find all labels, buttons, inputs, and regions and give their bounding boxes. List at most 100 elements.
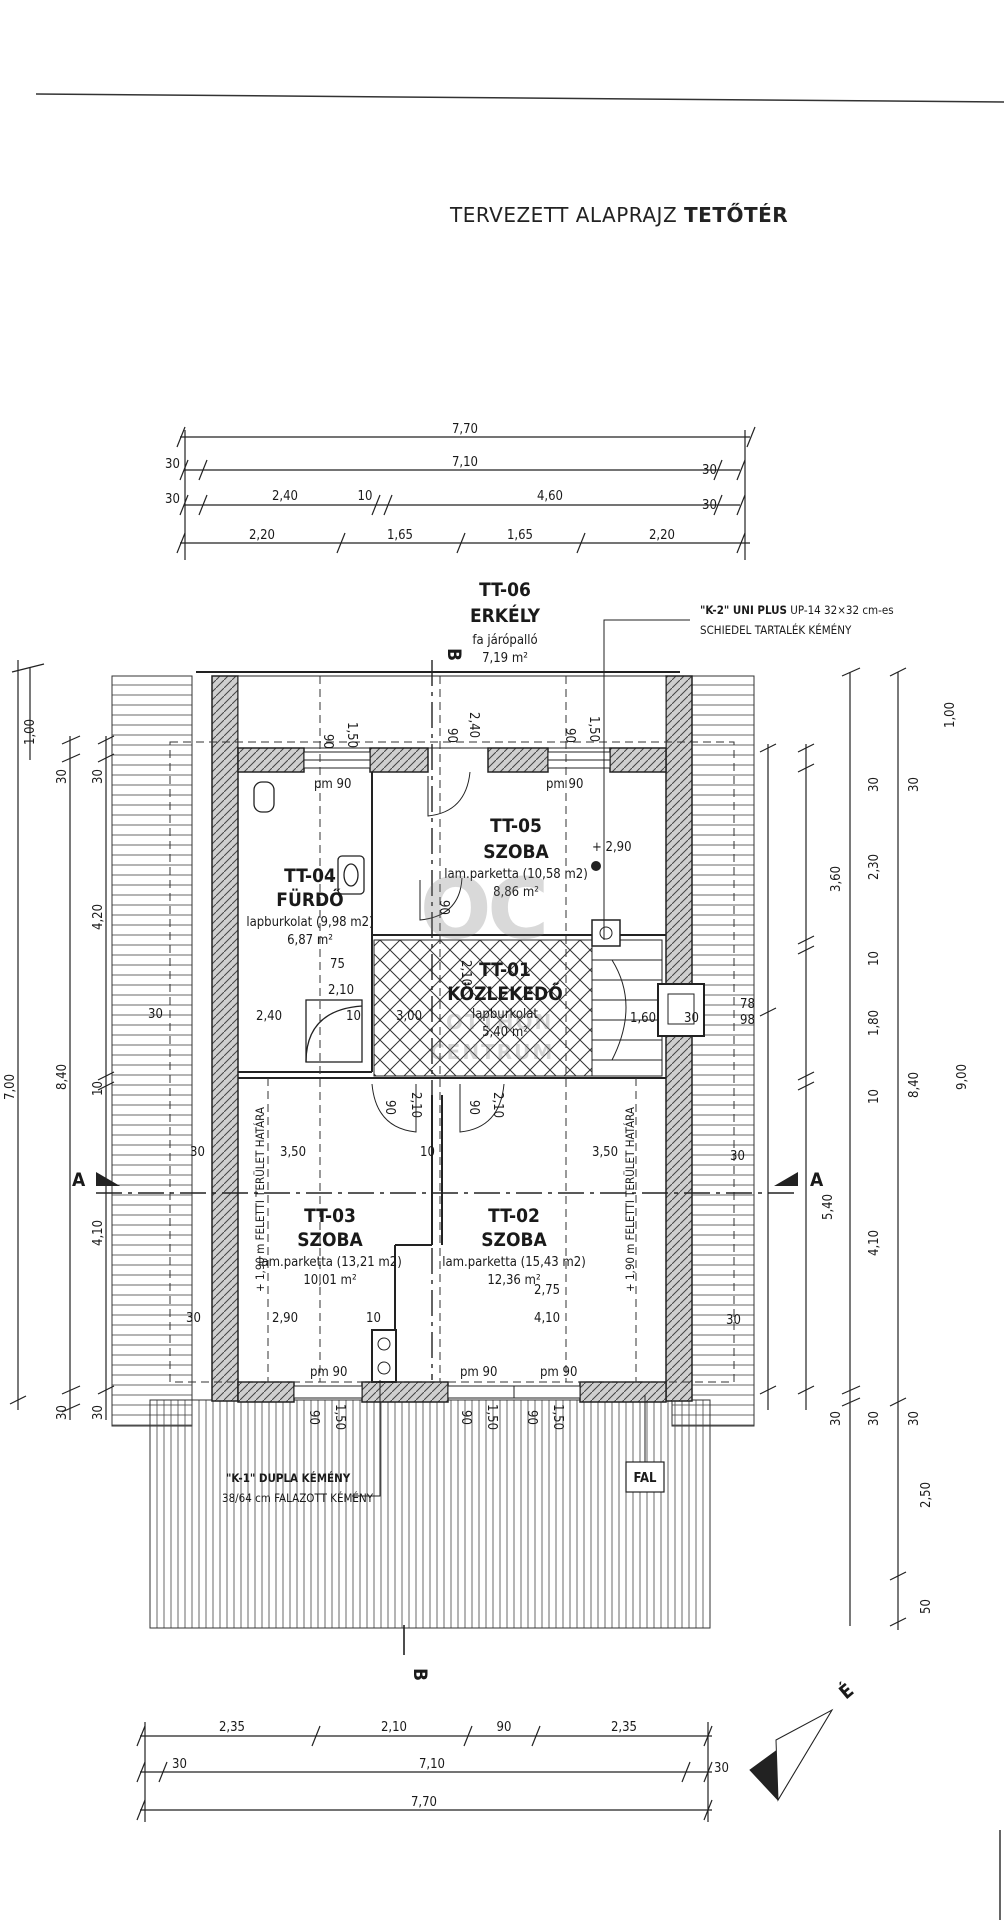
section-a-right-arrow — [774, 1172, 798, 1186]
label-pm90-d: pm 90 — [460, 1365, 497, 1380]
right-dim-c: 3,60 — [829, 866, 844, 892]
left-dim-i: 30 — [91, 1405, 106, 1420]
fal-label: FAL — [633, 1471, 657, 1486]
top-dim-total: 7,70 — [452, 422, 478, 437]
room-tt03-name: SZOBA — [297, 1229, 363, 1251]
right-dim-h: 9,00 — [955, 1064, 970, 1090]
staircase — [591, 939, 663, 1077]
room-tt05-area: 8,86 m² — [493, 885, 539, 900]
label-240-b: 2,40 — [256, 1009, 282, 1024]
label-90-e: 90 — [382, 1100, 397, 1115]
note-k1-line1: "K-1" DUPLA KÉMÉNY — [226, 1470, 351, 1485]
left-dim-h: 30 — [55, 1405, 70, 1420]
note-k1-leader — [352, 1380, 381, 1497]
chimney-k1-flue2 — [377, 1361, 391, 1375]
label-90-a: 90 — [320, 734, 335, 749]
label-10-b: 10 — [420, 1145, 435, 1160]
right-dim-b: 30 — [907, 777, 922, 792]
bottom-dim-inner: 7,10 — [419, 1757, 445, 1772]
label-78: 78 — [740, 997, 755, 1012]
top-dim-seg4: 2,20 — [649, 528, 675, 543]
section-a-right: A — [810, 1169, 824, 1191]
balcony-floor — [237, 675, 667, 749]
label-pm90-e: pm 90 — [540, 1365, 577, 1380]
north-arrow-light — [775, 1708, 834, 1802]
right-dim-e: 10 — [867, 951, 882, 966]
plan-title-prefix: TERVEZETT ALAPRAJZ — [450, 203, 678, 227]
top-dim-wall: 10 — [358, 489, 373, 504]
roof-bottom — [149, 1399, 711, 1629]
right-dim-i: 10 — [867, 1089, 882, 1104]
section-b-top: B — [443, 648, 465, 661]
room-tt05: TT-05 SZOBA lam.parketta (10,58 m2) 8,86… — [444, 815, 588, 900]
room-tt04-floor: lapburkolat (9,98 m2) — [246, 915, 373, 930]
label-98: 98 — [740, 1013, 755, 1028]
right-dim-d: 2,30 — [867, 854, 882, 880]
left-dim-d: 8,40 — [55, 1064, 70, 1090]
room-tt02-name: SZOBA — [481, 1229, 547, 1251]
top-dim-edge-right-2: 30 — [702, 498, 717, 513]
roof-dashed-lines — [169, 676, 735, 1383]
note-k2-rest: UP-14 32×32 cm-es — [787, 603, 894, 617]
corridor-tiles — [373, 939, 593, 1077]
right-dim-n: 30 — [907, 1411, 922, 1426]
room-tt06-name: ERKÉLY — [470, 604, 541, 627]
right-dim-l: 30 — [829, 1411, 844, 1426]
plan-title: TERVEZETT ALAPRAJZ TETŐTÉR — [450, 203, 788, 227]
right-dim-j: 4,10 — [867, 1230, 882, 1256]
chimney-k1-flue1 — [377, 1337, 391, 1351]
top-dim-seg1: 2,20 — [249, 528, 275, 543]
north-label: É — [834, 1679, 858, 1704]
note-k2-bold: "K-2" UNI PLUS — [700, 603, 787, 617]
room-tt01-floor: lapburkolat — [472, 1007, 538, 1022]
boundary-note-right: + 1,90 m FELETTI TERÜLET HATÁRA — [621, 1107, 637, 1292]
right-dim-p: 50 — [919, 1599, 934, 1614]
room-tt01: TT-01 KÖZLEKEDŐ lapburkolat 5,40 m² — [447, 959, 563, 1040]
label-90-h: 90 — [458, 1410, 473, 1425]
label-410: 4,10 — [534, 1311, 560, 1326]
label-30-d: 30 — [730, 1149, 745, 1164]
label-90-b: 90 — [444, 728, 459, 743]
label-30-c: 30 — [190, 1145, 205, 1160]
label-90-f: 90 — [466, 1100, 481, 1115]
back-windows — [293, 1385, 581, 1399]
left-dim-top: 1,00 — [23, 719, 38, 745]
room-tt05-id: TT-05 — [490, 815, 542, 837]
room-tt02-area: 12,36 m² — [487, 1273, 540, 1288]
top-dim-edge-right: 30 — [702, 463, 717, 478]
label-350-b: 3,50 — [592, 1145, 618, 1160]
left-dim-a: 30 — [55, 769, 70, 784]
room-tt04-name: FÜRDŐ — [276, 887, 343, 911]
label-30-e: 30 — [186, 1311, 201, 1326]
room-tt06-id: TT-06 — [479, 579, 531, 601]
room-tt03-area: 10,01 m² — [303, 1273, 356, 1288]
left-dim-b: 30 — [91, 769, 106, 784]
label-10-a: 10 — [346, 1009, 361, 1024]
doors — [371, 771, 505, 1133]
height-point-marker — [591, 861, 601, 871]
chimney-k2-inner — [667, 993, 695, 1025]
room-tt02: TT-02 SZOBA lam.parketta (15,43 m2) 12,3… — [442, 1205, 586, 1288]
label-h290: + 2,90 — [592, 840, 632, 855]
left-dim-c: 4,20 — [91, 904, 106, 930]
outer-wall-right — [665, 675, 693, 1402]
bottom-dim-edge-left: 30 — [172, 1757, 187, 1772]
roof-left — [111, 675, 193, 1427]
section-a-left: A — [72, 1169, 86, 1191]
right-dim-m: 30 — [867, 1411, 882, 1426]
label-290: 2,90 — [272, 1311, 298, 1326]
note-k2-line1: "K-2" UNI PLUS UP-14 32×32 cm-es — [700, 603, 894, 617]
room-tt01-area: 5,40 m² — [482, 1025, 528, 1040]
inner-dimensions: pm 90 pm 90 pm 90 pm 90 pm 90 90 1,50 90… — [148, 712, 755, 1430]
room-tt02-id: TT-02 — [488, 1205, 540, 1227]
label-90-g: 90 — [306, 1410, 321, 1425]
room-tt03-id: TT-03 — [304, 1205, 356, 1227]
page-rule — [35, 93, 1004, 103]
left-dim-e: 7,00 — [3, 1074, 18, 1100]
bottom-dimensions — [136, 1722, 713, 1822]
top-dim-right-room: 4,60 — [537, 489, 563, 504]
label-150-c: 1,50 — [332, 1404, 347, 1430]
right-dimensions — [759, 667, 907, 1630]
label-210-b: 2,10 — [458, 960, 473, 986]
label-160: 1,60 — [630, 1011, 656, 1026]
